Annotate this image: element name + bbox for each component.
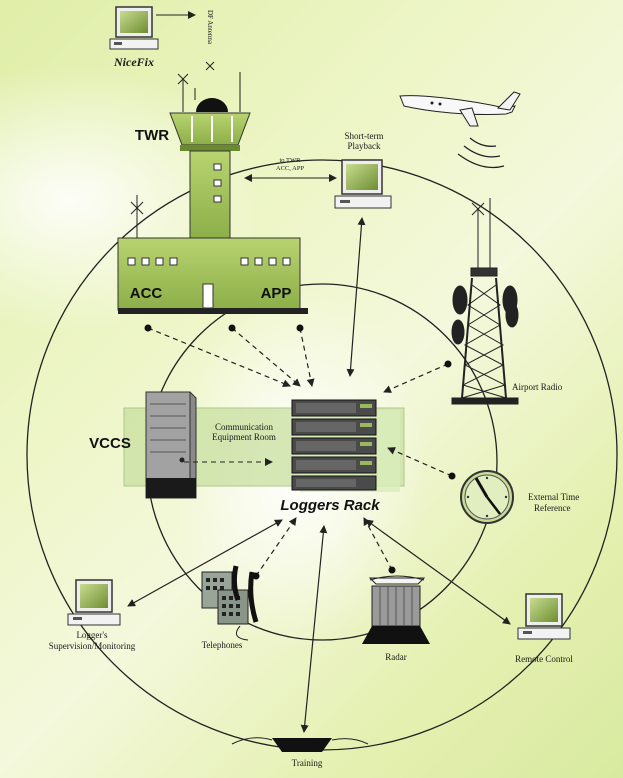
app-label: APP (261, 285, 292, 302)
training-label: Training (292, 758, 323, 768)
reference-label: Reference (534, 503, 570, 513)
comm-room-label: Communication (215, 422, 273, 432)
telephones-icon (201, 565, 259, 641)
radio-tower-icon (451, 198, 519, 405)
remote-control-label: Remote Control (515, 654, 573, 664)
loggers-rack-label: Loggers Rack (280, 497, 380, 514)
radar-icon (362, 575, 430, 644)
df-antenna-label: DF Antenna (206, 10, 214, 45)
to-twr-label: to TWR (279, 157, 301, 164)
nicefix-monitor-icon (109, 6, 159, 50)
supervision-label-2: Supervision/Monitoring (49, 641, 136, 651)
antenna-symbol-icon (205, 61, 215, 71)
acc-app-building-icon (117, 195, 308, 314)
vccs-label: VCCS (89, 435, 131, 452)
training-desk-icon (231, 737, 369, 752)
radio-waves-icon (457, 137, 505, 169)
tower-antennas-icon (177, 72, 241, 112)
supervision-label-1: Logger's (76, 630, 108, 640)
bidirectional-arrows (127, 217, 511, 733)
remote-control-monitor-icon (517, 593, 571, 640)
supervision-monitor-icon (67, 579, 121, 626)
vccs-cabinet-icon (145, 391, 197, 499)
twr-label: TWR (135, 127, 169, 144)
airport-radio-label: Airport Radio (512, 382, 563, 392)
airplane-icon (399, 91, 521, 127)
playback-label: Playback (348, 141, 381, 151)
acc-label: ACC (130, 285, 163, 302)
radar-label: Radar (385, 652, 407, 662)
telephones-label: Telephones (202, 640, 243, 650)
equipment-room-label: Equipment Room (212, 432, 276, 442)
control-tower-icon (169, 98, 251, 240)
loggers-rack-icon (291, 399, 377, 491)
playback-monitor-icon (334, 159, 392, 209)
external-time-label: External Time (528, 492, 579, 502)
clock-icon (460, 470, 514, 524)
nicefix-label: NiceFix (113, 55, 154, 69)
short-term-label: Short-term (345, 131, 384, 141)
to-twr-label-2: ACC, APP (276, 165, 305, 172)
